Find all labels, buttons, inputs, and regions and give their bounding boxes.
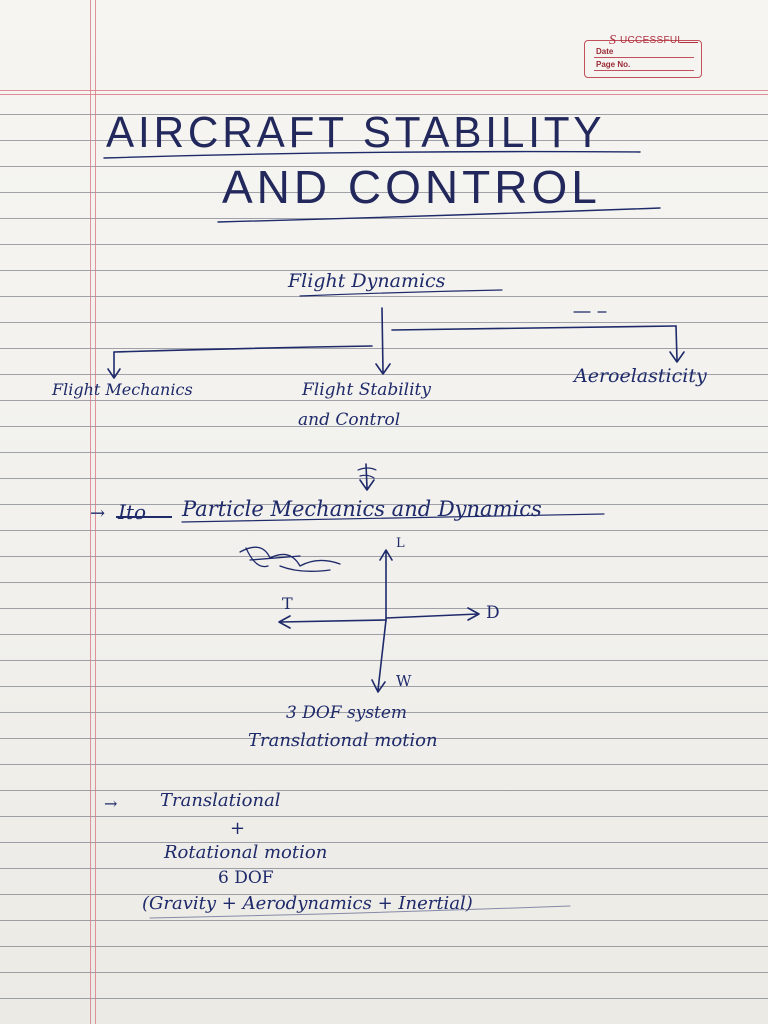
bracket-underline xyxy=(149,905,571,919)
root-underline xyxy=(299,289,503,297)
ruled-line xyxy=(0,556,768,557)
margin-line xyxy=(90,0,91,1024)
tree-right-arrow-icon xyxy=(669,351,685,363)
ruled-line xyxy=(0,582,768,583)
weight-label: W xyxy=(396,672,412,690)
page-number-line xyxy=(594,70,694,71)
six-dof-line2: Rotational motion xyxy=(164,842,328,863)
title-underline-1 xyxy=(103,150,641,159)
ruled-line xyxy=(0,166,768,167)
ruled-line xyxy=(0,270,768,271)
ruled-line xyxy=(0,868,768,869)
title-line-2: AND CONTROL xyxy=(222,161,601,213)
ruled-line xyxy=(0,348,768,349)
lift-label: L xyxy=(396,536,405,551)
tree-drop-right xyxy=(675,325,678,361)
date-page-box xyxy=(584,40,702,78)
page-number-label: Page No. xyxy=(596,60,631,69)
ruled-line xyxy=(0,192,768,193)
header-rule xyxy=(0,90,768,91)
thrust-label: T xyxy=(282,594,293,613)
six-dof-line1: Translational xyxy=(160,790,281,811)
ruled-line xyxy=(0,972,768,973)
six-dof-plus: + xyxy=(230,818,246,839)
ruled-line xyxy=(0,686,768,687)
ruled-line xyxy=(0,842,768,843)
ruled-line xyxy=(0,660,768,661)
ruled-line xyxy=(0,816,768,817)
tree-branch-right: Aeroelasticity xyxy=(574,365,707,387)
margin-line xyxy=(95,0,96,1024)
weight-arrow xyxy=(371,619,387,693)
six-dof-line4: (Gravity + Aerodynamics + Inertial) xyxy=(142,893,473,914)
thrust-arrow xyxy=(278,615,387,629)
ruled-line xyxy=(0,140,768,141)
ruled-line xyxy=(0,452,768,453)
tree-branch-left: Flight Mechanics xyxy=(52,380,193,399)
ruled-line xyxy=(0,114,768,115)
tree-branch-middle-line1: Flight Stability xyxy=(302,380,431,400)
ruled-line xyxy=(0,322,768,323)
ruled-line xyxy=(0,790,768,791)
header-rule xyxy=(0,94,768,95)
particle-struck-word: Ito xyxy=(118,500,146,524)
six-dof-arrow: → xyxy=(104,794,118,813)
particle-underline xyxy=(181,513,605,523)
ruled-line xyxy=(0,478,768,479)
brand-dash xyxy=(680,42,698,43)
ruled-line xyxy=(0,426,768,427)
ruled-line xyxy=(0,894,768,895)
ruled-line xyxy=(0,738,768,739)
lift-arrow xyxy=(379,549,393,621)
particle-heading: Particle Mechanics and Dynamics xyxy=(182,497,542,521)
tree-left-arrow-icon xyxy=(107,368,121,379)
ruled-line xyxy=(0,244,768,245)
tree-branch-middle-line2: and Control xyxy=(298,410,401,430)
ruled-line xyxy=(0,998,768,999)
ruled-line xyxy=(0,712,768,713)
tree-root: Flight Dynamics xyxy=(288,270,446,292)
ruled-line xyxy=(0,400,768,401)
title-underline-2 xyxy=(217,207,661,223)
ruled-line xyxy=(0,530,768,531)
title-line-1: AIRCRAFT STABILITY xyxy=(106,108,606,157)
six-dof-line3: 6 DOF xyxy=(218,868,274,888)
ruled-line xyxy=(0,296,768,297)
drag-label: D xyxy=(486,603,500,623)
three-dof-line2: Translational motion xyxy=(248,730,438,751)
ruled-line xyxy=(0,920,768,921)
ruled-line xyxy=(0,504,768,505)
drag-arrow xyxy=(385,607,480,621)
crossed-out-scribble xyxy=(239,546,341,572)
date-label: Date xyxy=(596,47,614,56)
three-dof-line1: 3 DOF system xyxy=(286,703,408,723)
particle-arrow: → xyxy=(90,503,106,524)
tree-horizontal-right xyxy=(391,325,677,331)
tree-horizontal-left xyxy=(113,345,373,353)
brand-logo-mark: S xyxy=(609,33,616,48)
ruled-line xyxy=(0,608,768,609)
ruled-line xyxy=(0,946,768,947)
ruled-line xyxy=(0,218,768,219)
tree-stem xyxy=(381,307,384,373)
brand-name: UCCESSFUL xyxy=(620,35,684,46)
strike-through xyxy=(116,516,172,518)
scribble xyxy=(357,467,377,479)
ruled-line xyxy=(0,764,768,765)
ruled-line xyxy=(0,374,768,375)
tree-stem-arrow-icon xyxy=(375,363,391,375)
date-line xyxy=(594,57,694,58)
